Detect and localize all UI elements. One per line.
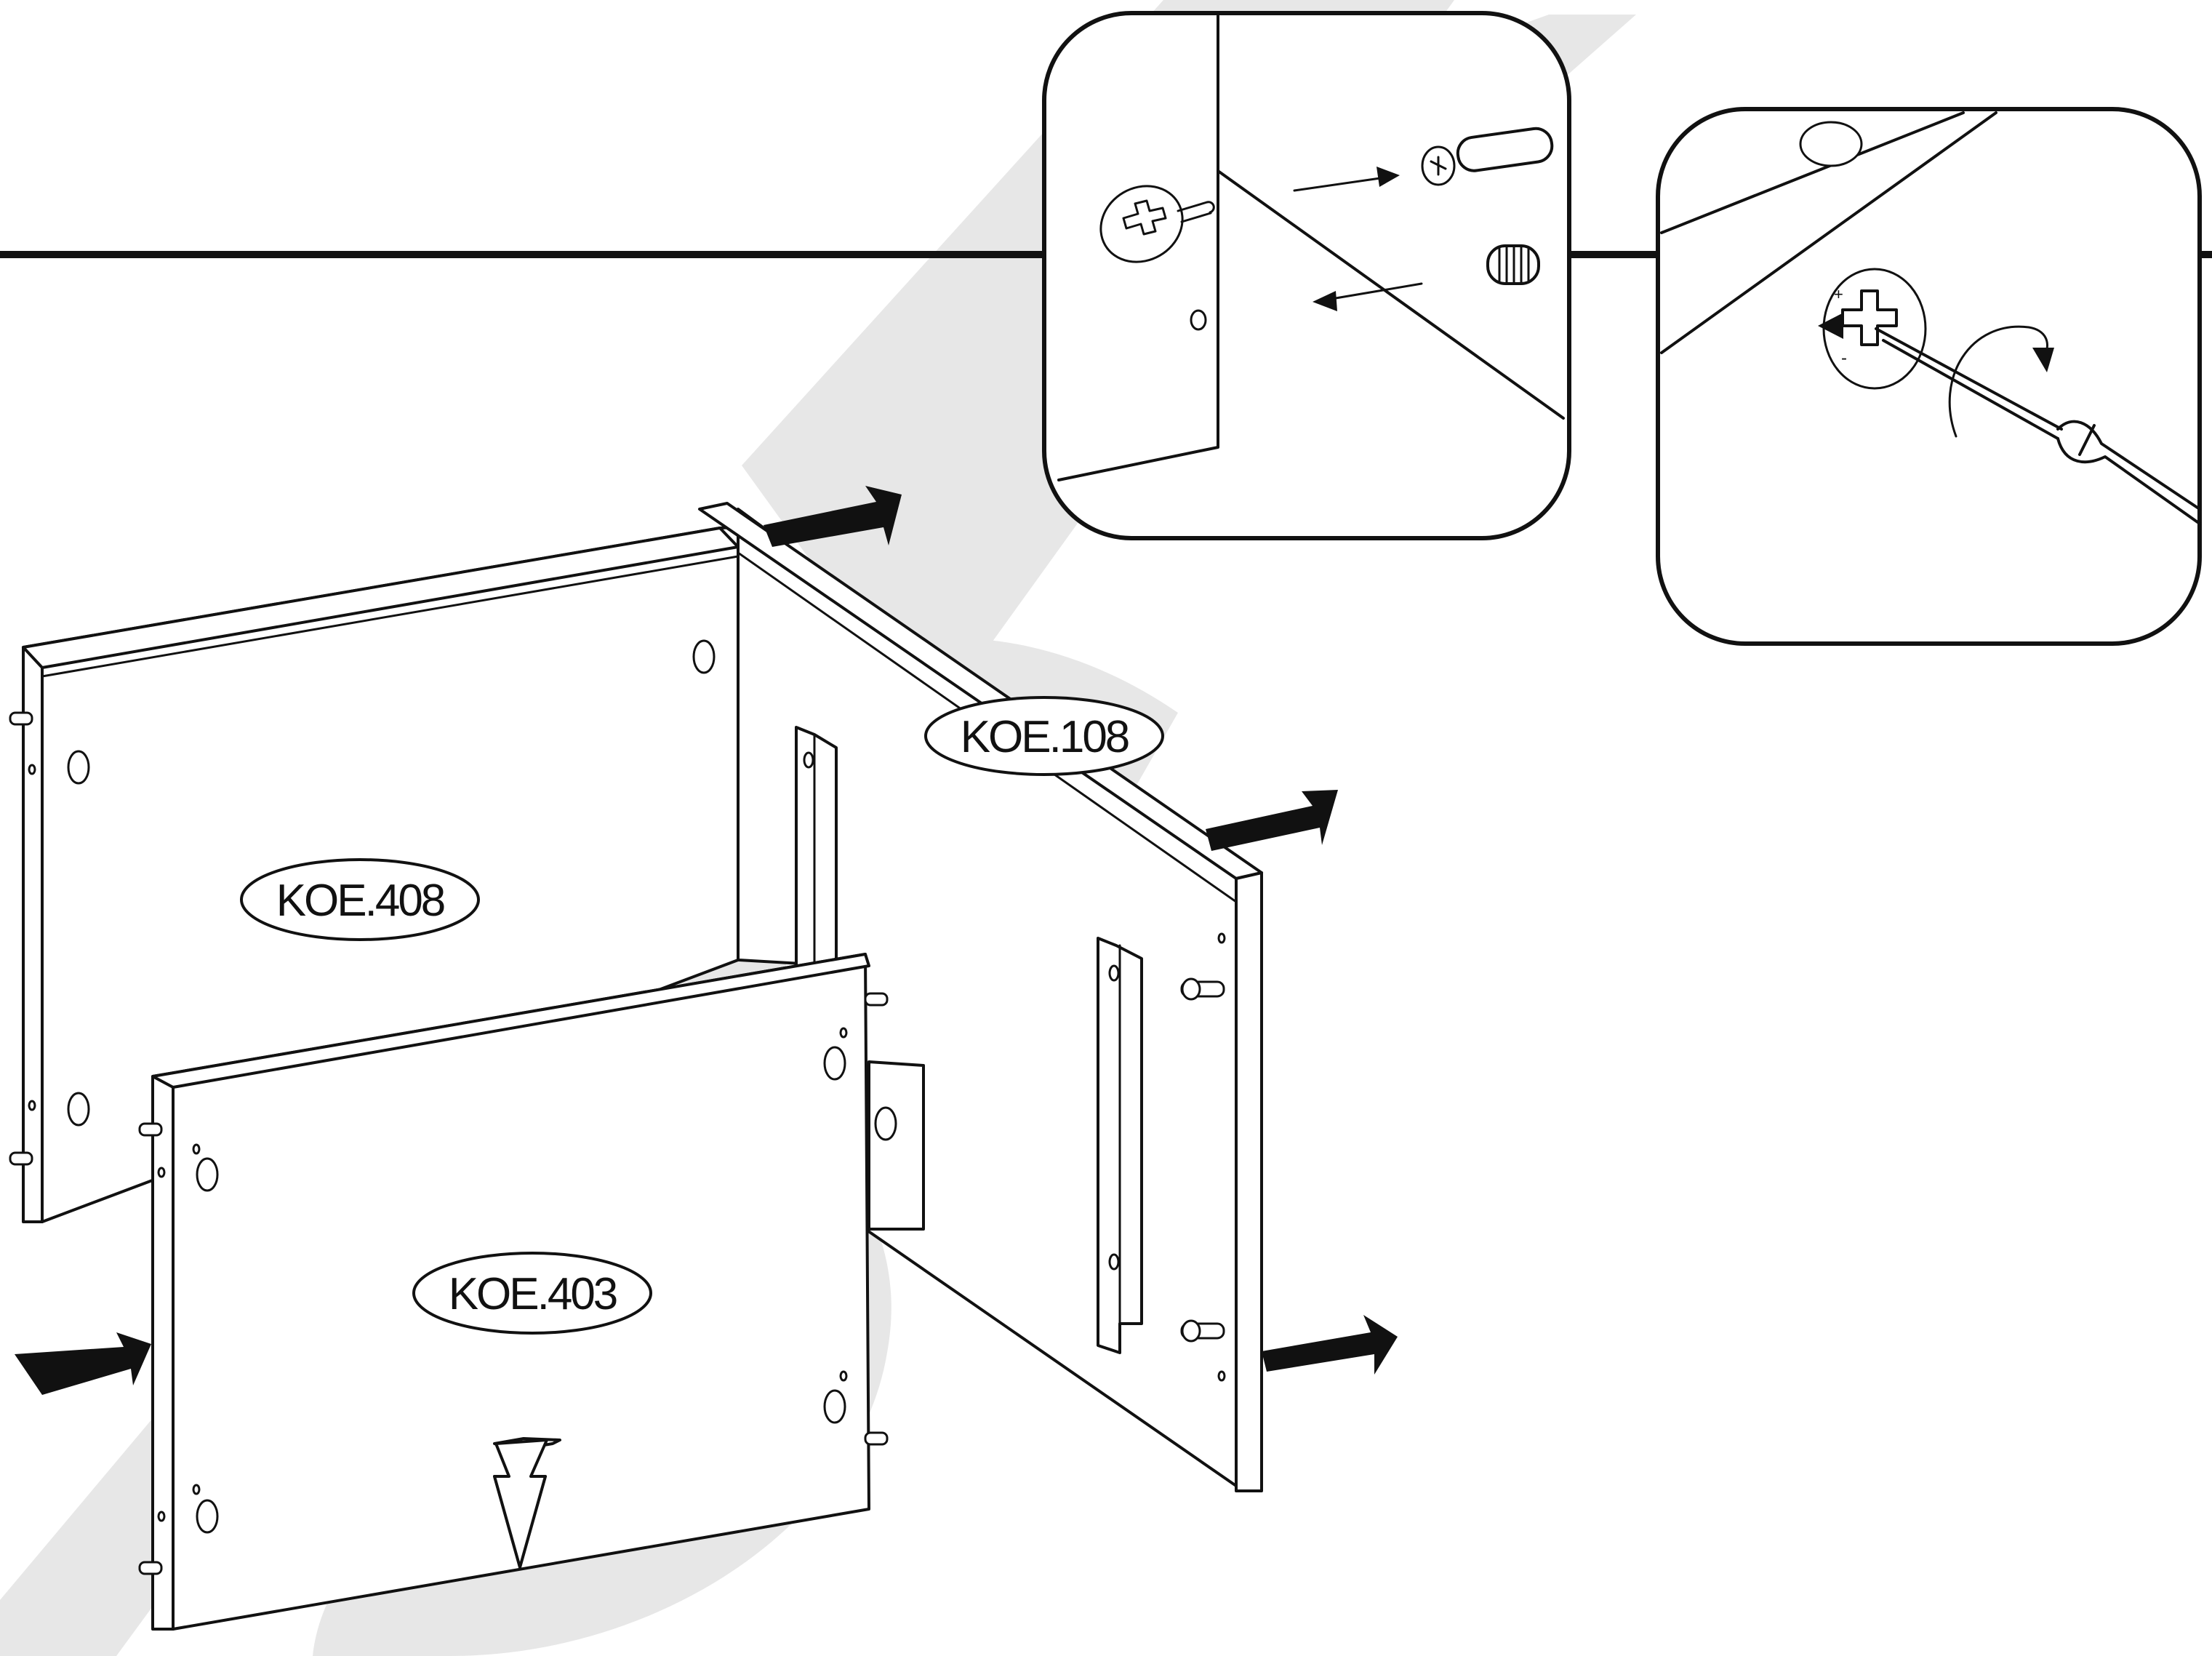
label-koe-403: KOE.403 — [412, 1252, 652, 1335]
detail-view-tightening: + - — [1656, 107, 2202, 646]
label-koe-408: KOE.408 — [240, 858, 480, 941]
svg-text:+: + — [1834, 285, 1843, 303]
label-text-koe-403: KOE.403 — [449, 1269, 617, 1319]
label-text-koe-108: KOE.108 — [961, 712, 1129, 762]
label-koe-108: KOE.108 — [924, 696, 1164, 776]
push-arrows — [15, 486, 1398, 1395]
svg-text:-: - — [1841, 348, 1847, 368]
detail-view-insertion — [1042, 11, 1571, 540]
label-text-koe-408: KOE.408 — [276, 876, 444, 926]
